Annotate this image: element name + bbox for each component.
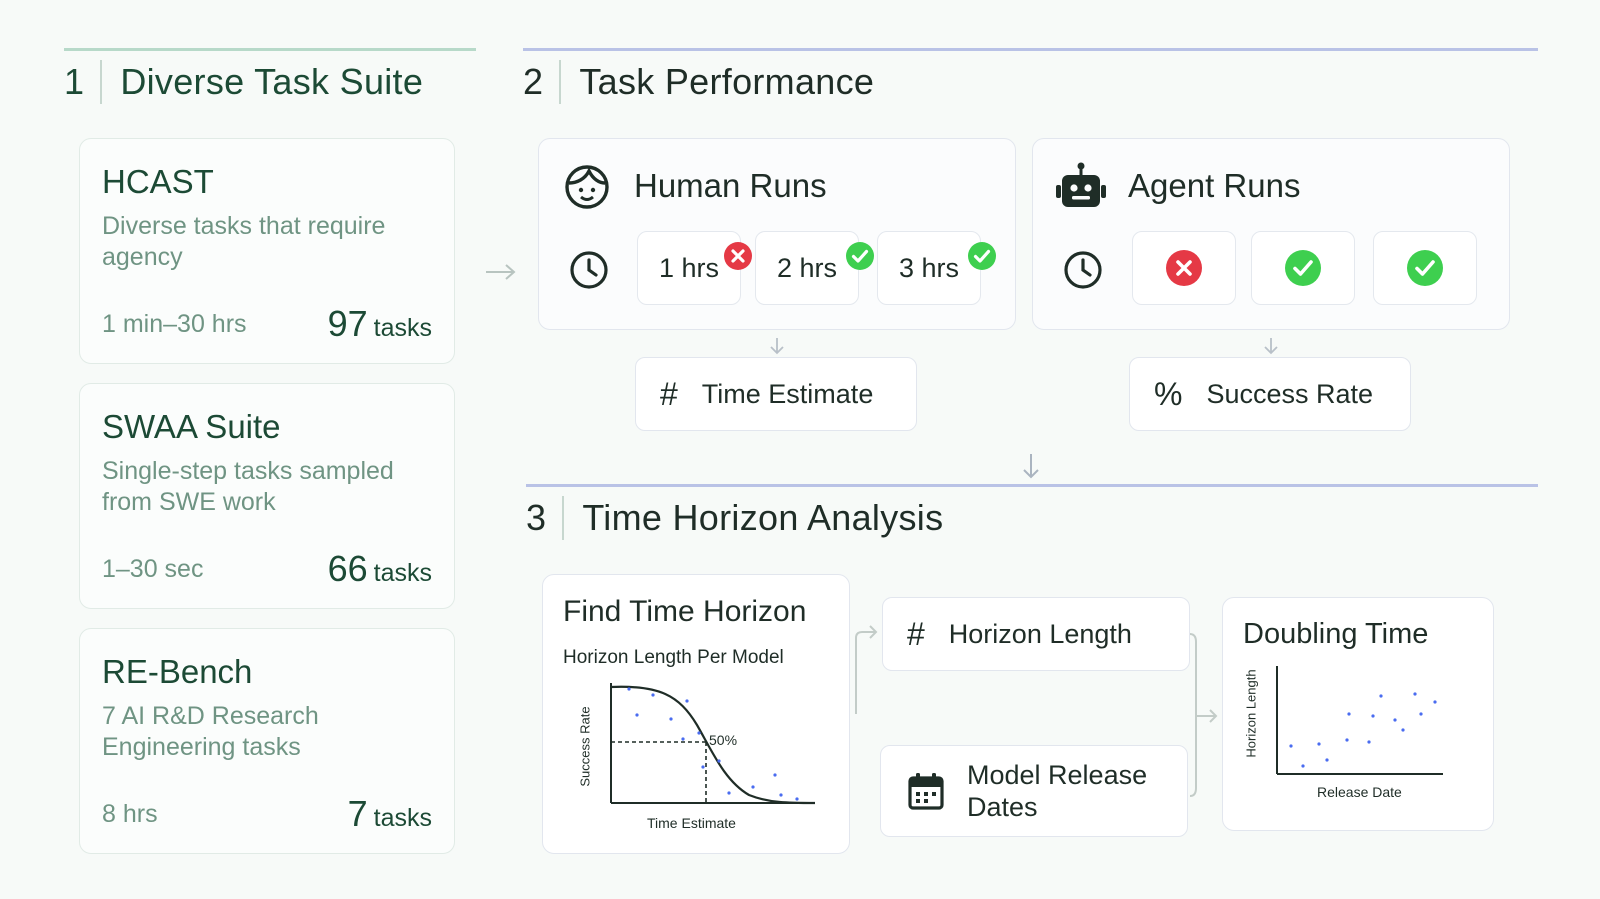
task-name: SWAA Suite [102, 408, 281, 445]
model-release-dates-metric: Model Release Dates [880, 745, 1188, 837]
section1-number: 1 [64, 60, 103, 104]
section1-rule [64, 48, 476, 51]
task-duration-range: 1 min–30 hrs [102, 310, 247, 338]
success-rate-axis-label: Success Rate [577, 706, 593, 787]
section1-label: Diverse Task Suite [120, 61, 424, 102]
task-duration-range: 1–30 sec [102, 555, 204, 583]
section2-label: Task Performance [579, 61, 875, 102]
success-rate-label: Success Rate [1206, 378, 1374, 409]
clock-icon [1064, 251, 1102, 289]
agent-runs-panel: Agent Runs [1032, 138, 1510, 330]
task-count-unit: tasks [373, 804, 432, 832]
doubling-scatter-chart [1276, 666, 1443, 775]
connector-bracket [1189, 633, 1218, 797]
task-name: RE-Bench [102, 653, 253, 690]
task-count-unit: tasks [373, 559, 432, 587]
model-release-dates-label: Model Release Dates [967, 760, 1148, 822]
task-duration-range: 8 hrs [102, 800, 158, 828]
horizon-length-label: Horizon Length [948, 618, 1132, 649]
section3-label: Time Horizon Analysis [582, 497, 944, 538]
task-description: Single-step tasks sampled from SWE work [102, 457, 394, 516]
agent-runs-title: Agent Runs [1128, 167, 1301, 204]
find-time-horizon-title: Find Time Horizon [563, 595, 807, 628]
section3-title: 3 Time Horizon Analysis [526, 496, 943, 540]
section3-number: 3 [526, 496, 565, 540]
down-arrow-icon [1264, 338, 1278, 355]
task-count-number: 7 [347, 793, 368, 834]
right-arrow-icon [486, 264, 516, 280]
hash-icon: # [660, 375, 678, 412]
agent-run-pill [1251, 231, 1355, 305]
task-count-number: 97 [327, 303, 368, 344]
release-date-axis-label: Release Date [1317, 784, 1402, 800]
section2-rule [523, 48, 1538, 51]
success-check-icon [968, 242, 996, 270]
task-card-rebench: RE-Bench 7 AI R&D Research Engineering t… [79, 628, 455, 854]
human-run-pill: 3 hrs [877, 231, 981, 305]
success-rate-metric: % Success Rate [1129, 357, 1411, 431]
robot-icon [1056, 162, 1106, 207]
task-card-hcast: HCAST Diverse tasks that require agency … [79, 138, 455, 364]
human-run-label: 3 hrs [898, 252, 960, 283]
fail-x-icon [724, 242, 752, 270]
doubling-time-title: Doubling Time [1243, 618, 1429, 650]
percent-icon: % [1154, 375, 1183, 412]
time-estimate-metric: # Time Estimate [635, 357, 917, 431]
horizon-length-axis-label: Horizon Length [1243, 669, 1259, 758]
success-check-icon [846, 242, 874, 270]
section3-rule [526, 484, 1538, 487]
human-runs-title: Human Runs [634, 167, 827, 204]
down-arrow-icon [770, 338, 784, 355]
agent-run-pill [1373, 231, 1477, 305]
section1-title: 1 Diverse Task Suite [64, 60, 423, 104]
calendar-icon [908, 773, 944, 810]
horizon-length-metric: # Horizon Length [882, 597, 1190, 671]
fail-x-icon [1166, 250, 1202, 286]
time-estimate-label: Time Estimate [701, 378, 874, 409]
horizon-chart-title: Horizon Length Per Model [563, 647, 784, 668]
face-icon [565, 165, 609, 209]
task-name: HCAST [102, 163, 214, 200]
down-arrow-icon [1023, 454, 1039, 479]
clock-icon [570, 251, 608, 289]
section2-number: 2 [523, 60, 562, 104]
time-estimate-axis-label: Time Estimate [647, 815, 736, 831]
find-time-horizon-card: Find Time Horizon Horizon Length Per Mod… [542, 574, 850, 854]
fifty-percent-label: 50% [709, 732, 738, 748]
agent-run-pill [1132, 231, 1236, 305]
task-count-unit: tasks [373, 314, 432, 342]
task-description: 7 AI R&D Research Engineering tasks [102, 702, 319, 761]
hash-icon: # [907, 615, 925, 652]
success-check-icon [1285, 250, 1321, 286]
task-card-swaa: SWAA Suite Single-step tasks sampled fro… [79, 383, 455, 609]
sigmoid-chart [610, 683, 816, 805]
task-description: Diverse tasks that require agency [102, 212, 386, 271]
human-run-pill: 2 hrs [755, 231, 859, 305]
section2-title: 2 Task Performance [523, 60, 874, 104]
success-check-icon [1407, 250, 1443, 286]
human-run-label: 1 hrs [658, 252, 720, 283]
human-runs-panel: Human Runs 1 hrs 2 hrs 3 hrs [538, 138, 1016, 330]
connector-bracket [855, 625, 878, 714]
human-run-pill: 1 hrs [637, 231, 741, 305]
task-count-number: 66 [327, 548, 368, 589]
human-run-label: 2 hrs [776, 252, 838, 283]
doubling-time-card: Doubling Time Horizon Length Release Dat… [1222, 597, 1494, 831]
